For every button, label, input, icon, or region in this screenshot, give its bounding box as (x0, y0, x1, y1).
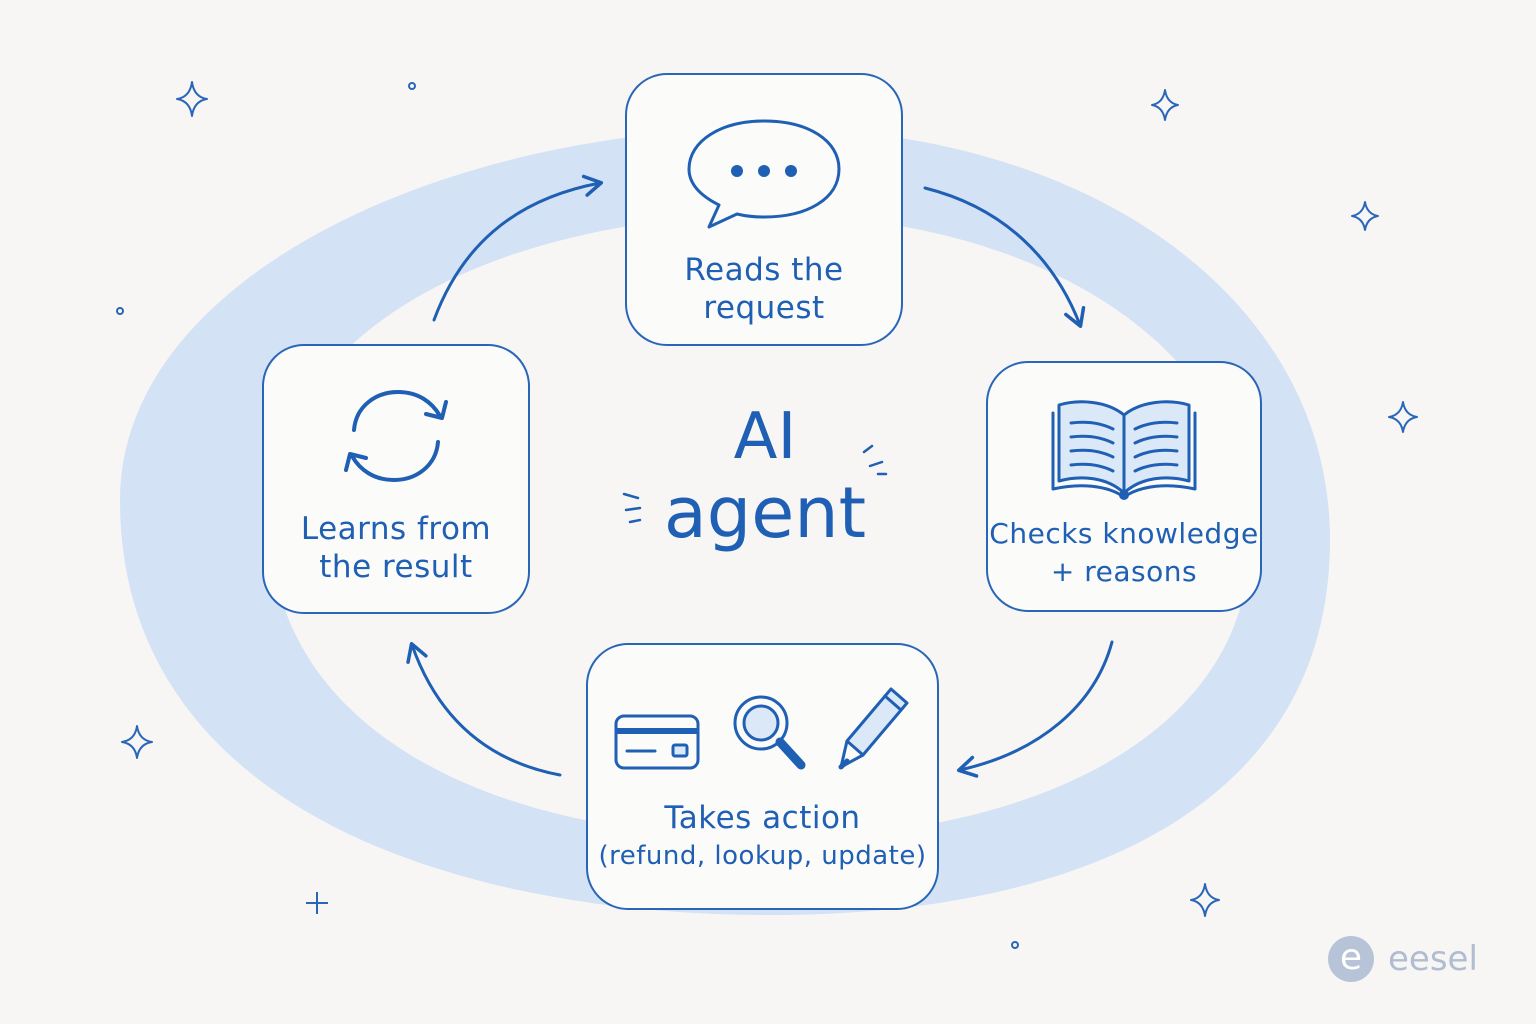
dot-icon (408, 82, 416, 90)
dot-icon (1011, 941, 1019, 949)
refresh-icon (344, 390, 448, 482)
center-label: AI agent (620, 400, 910, 552)
step-label-line: (refund, lookup, update) (598, 841, 927, 871)
arrow-action-to-learn (406, 641, 562, 777)
brand-name: eesel (1388, 939, 1478, 979)
brand-logo: e eesel (1328, 936, 1478, 982)
pencil-icon (838, 687, 908, 770)
speech-bubble-icon (687, 119, 841, 229)
step-label-line: Takes action (664, 800, 861, 836)
star-icon (1351, 201, 1379, 231)
dot-icon (116, 307, 124, 315)
step-card-takes-action: Takes action (refund, lookup, update) (586, 643, 939, 910)
step-label-reads-request: Reads the request (684, 251, 843, 327)
step-label-learns-result: Learns from the result (301, 510, 491, 586)
step-label-line: Reads the (684, 252, 844, 288)
step-label-line: + reasons (1050, 555, 1198, 588)
star-icon (1151, 89, 1179, 121)
step-label-line: request (703, 290, 825, 326)
center-label-line2: agent (663, 472, 867, 554)
star-icon (121, 725, 153, 759)
star-icon (176, 81, 208, 117)
magnifier-icon (733, 695, 805, 770)
star-icon (1190, 883, 1220, 917)
arrow-learn-to-read (432, 174, 604, 322)
center-label-line1: AI (733, 400, 797, 474)
star-icon (1388, 401, 1418, 433)
step-label-line: the result (319, 549, 473, 585)
step-label-takes-action: Takes action (refund, lookup, update) (599, 799, 927, 875)
step-label-checks-knowledge: Checks knowledge + reasons (989, 515, 1258, 591)
arrow-read-to-check (923, 186, 1086, 329)
step-card-learns-result: Learns from the result (262, 344, 530, 614)
brand-mark-icon: e (1328, 936, 1374, 982)
arrow-check-to-action (956, 640, 1114, 778)
step-label-line: Learns from (300, 511, 492, 547)
center-accent-marks (622, 444, 888, 524)
open-book-icon (1051, 400, 1197, 500)
action-icons (613, 683, 913, 773)
step-card-checks-knowledge: Checks knowledge + reasons (986, 361, 1262, 612)
credit-card-icon (614, 714, 699, 770)
star-icon (306, 892, 328, 914)
decorative-stars (116, 81, 1418, 949)
step-label-line: Checks knowledge (989, 517, 1259, 550)
step-card-reads-request: Reads the request (625, 73, 903, 346)
